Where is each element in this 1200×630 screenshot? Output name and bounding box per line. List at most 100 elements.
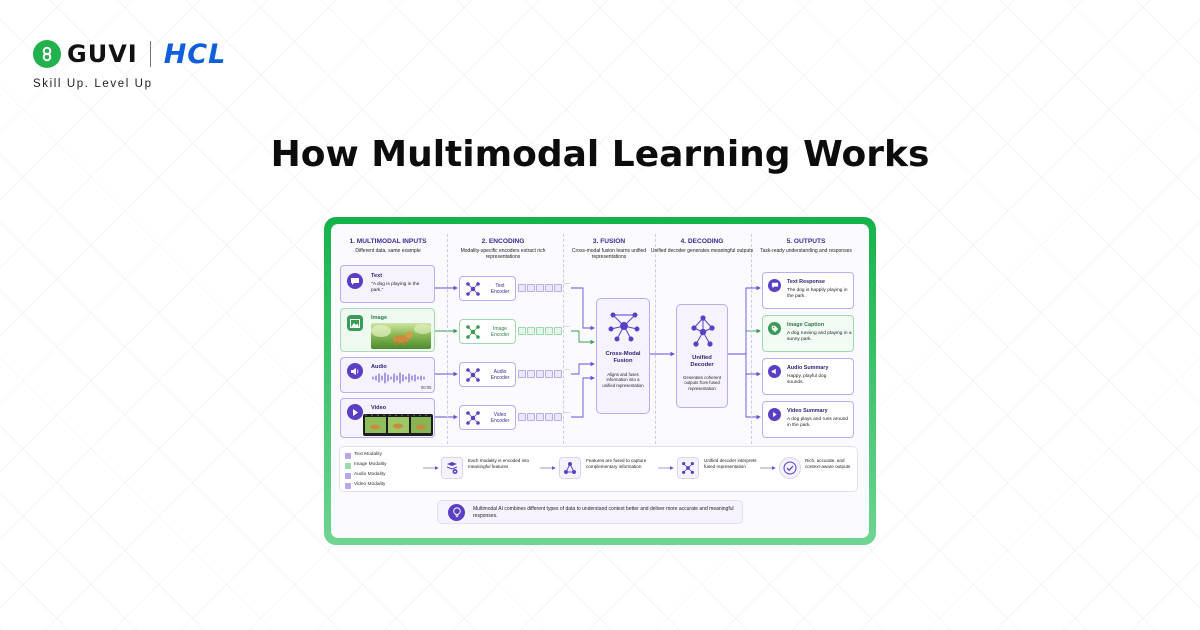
stage-title-outputs: 5. OUTPUTS	[786, 238, 826, 245]
flow-step-output: Rich, accurate, and context-aware output…	[805, 458, 851, 469]
fusion-graph-icon	[608, 312, 640, 342]
summary-note: Multimodal AI combines different types o…	[437, 500, 743, 524]
infographic-panel: 1. MULTIMODAL INPUTS Different data, sam…	[331, 224, 869, 538]
encoder-label-text: Text Encoder	[490, 283, 510, 296]
feature-token	[527, 284, 535, 292]
hcl-wordmark: HCL	[163, 38, 227, 70]
output-text-video: A dog plays and runs around in the park.	[787, 417, 849, 429]
fusion-description: Aligns and fuses information into a unif…	[602, 372, 644, 388]
connector-arrows	[435, 285, 761, 420]
video-filmstrip-thumbnail	[363, 414, 433, 436]
stage-title-decoding: 4. DECODING	[680, 238, 724, 245]
stage-subtitle-fusion: Cross-modal fusion learns unified repres…	[571, 248, 647, 261]
output-title-video: Video Summary	[787, 408, 828, 414]
feature-token	[527, 327, 535, 335]
input-image-card: Image	[340, 308, 435, 352]
triangle-nodes-icon	[559, 457, 581, 479]
network-icon	[466, 282, 480, 296]
feature-token	[545, 284, 553, 292]
feature-token	[536, 370, 544, 378]
legend-panel: Text Modality Image Modality Audio Modal…	[339, 446, 858, 492]
input-text-card: Text "A dog is playing in the park."	[340, 265, 435, 303]
legend-swatch	[345, 453, 351, 459]
stage-subtitle-encoding: Modality-specific encoders extract rich …	[460, 248, 546, 261]
legend-item: Video Modality	[354, 482, 386, 487]
decoder-description: Generates coherent outputs from fused re…	[683, 375, 721, 391]
lightbulb-icon	[448, 504, 465, 521]
feature-token	[518, 370, 526, 378]
feature-token	[518, 413, 526, 421]
network-icon	[466, 411, 480, 425]
feature-token	[518, 284, 526, 292]
legend-item: Audio Modality	[354, 472, 386, 477]
decoder-graph-icon	[691, 315, 715, 347]
feature-token	[554, 327, 562, 335]
output-text-image: A dog running and playing in a sunny par…	[787, 331, 852, 343]
column-divider	[655, 234, 656, 444]
play-icon	[768, 408, 781, 421]
image-encoder-box: Image Encoder	[459, 319, 516, 344]
stage-title-fusion: 3. FUSION	[592, 238, 626, 245]
stage-subtitle-decoding: Unified decoder generates meaningful out…	[650, 248, 754, 254]
feature-token	[527, 370, 535, 378]
flow-step-encode: Each modality is encoded into meaningful…	[468, 458, 530, 469]
input-text-sample: "A dog is playing in the park."	[371, 282, 420, 293]
feature-token	[536, 327, 544, 335]
input-video-card: Video	[340, 398, 435, 438]
play-icon	[347, 404, 363, 420]
fusion-title: Cross-Modal Fusion	[605, 351, 641, 364]
chat-bubble-icon	[347, 273, 363, 289]
feature-token	[536, 413, 544, 421]
chat-bubble-icon	[768, 279, 781, 292]
stage-title-inputs: 1. MULTIMODAL INPUTS	[349, 238, 427, 245]
stage-title-encoding: 2. ENCODING	[481, 238, 525, 245]
output-text-audio: Happy, playful dog sounds.	[787, 374, 827, 386]
audio-duration: 00:05	[421, 385, 432, 390]
speaker-icon	[347, 363, 363, 379]
stage-subtitle-inputs: Different data, same example	[355, 248, 421, 254]
speaker-icon	[768, 365, 781, 378]
flow-step-decode: Unified decoder interprets fused represe…	[704, 458, 757, 469]
feature-token	[554, 413, 562, 421]
input-label-image: Image	[371, 315, 388, 321]
tag-icon	[768, 322, 781, 335]
page-title: How Multimodal Learning Works	[270, 134, 930, 175]
input-label-text: Text	[371, 273, 383, 279]
brand-tagline: Skill Up. Level Up	[33, 78, 153, 90]
legend-swatch	[345, 483, 351, 489]
audio-encoder-box: Audio Encoder	[459, 362, 516, 387]
ellipsis: ···	[564, 367, 570, 373]
text-encoder-box: Text Encoder	[459, 276, 516, 301]
image-icon	[347, 315, 363, 331]
cross-modal-fusion-box: Cross-Modal Fusion Aligns and fuses info…	[596, 298, 650, 414]
ellipsis: ···	[564, 410, 570, 416]
checkmark-icon	[779, 457, 801, 479]
input-label-video: Video	[371, 405, 387, 411]
feature-token	[554, 370, 562, 378]
unified-decoder-box: Unified Decoder Generates coherent outpu…	[676, 304, 728, 408]
stage-subtitle-outputs: Task-ready understanding and responses	[760, 248, 852, 254]
guvi-wordmark: GUVI	[67, 40, 138, 68]
encoder-label-image: Image Encoder	[490, 326, 510, 339]
output-video-summary: Video Summary A dog plays and runs aroun…	[762, 401, 854, 438]
flow-step-fuse: Features are fused to capture complement…	[586, 458, 647, 469]
feature-token	[554, 284, 562, 292]
feature-token	[545, 370, 553, 378]
feature-token	[527, 413, 535, 421]
guvi-logo-icon	[33, 40, 61, 68]
feature-token	[545, 327, 553, 335]
input-label-audio: Audio	[371, 364, 387, 370]
legend-item: Image Modality	[354, 462, 387, 467]
decoder-title: Unified Decoder	[690, 355, 714, 368]
output-title-image: Image Caption	[787, 322, 825, 328]
encoder-label-audio: Audio Encoder	[490, 369, 510, 382]
audio-waveform	[372, 372, 425, 384]
video-encoder-box: Video Encoder	[459, 405, 516, 430]
feature-token	[545, 413, 553, 421]
dog-photo-thumbnail	[371, 323, 431, 349]
layers-gear-icon	[441, 457, 463, 479]
feature-token	[518, 327, 526, 335]
output-audio-summary: Audio Summary Happy, playful dog sounds.	[762, 358, 854, 395]
column-divider	[447, 234, 448, 444]
output-image-caption: Image Caption A dog running and playing …	[762, 315, 854, 352]
